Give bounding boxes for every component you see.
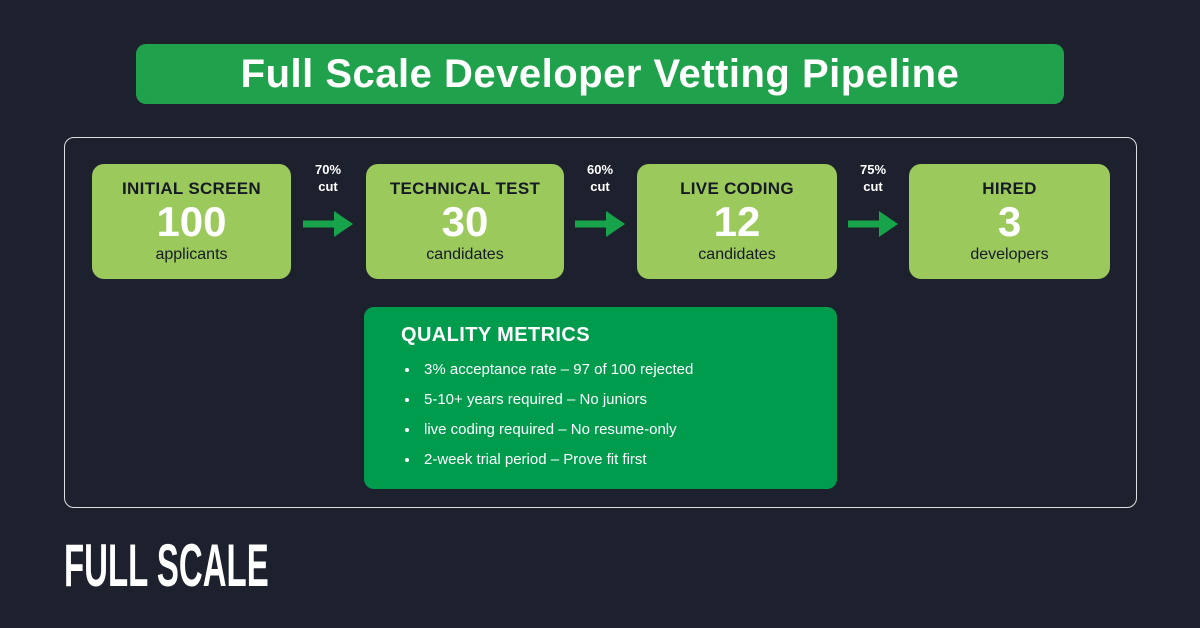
stage-label: TECHNICAL TEST — [389, 179, 541, 199]
cut-percent: 60% — [586, 162, 614, 177]
quality-metrics-title: QUALITY METRICS — [401, 324, 590, 346]
stage-live-coding: LIVE CODING 12 candidates — [637, 164, 837, 279]
stage-unit: applicants — [155, 245, 228, 263]
stage-unit: developers — [970, 245, 1049, 263]
cut-word: cut — [590, 178, 610, 194]
metric-item: 3% acceptance rate – 97 of 100 rejected — [420, 355, 807, 385]
cut-label: 60% cut — [587, 162, 613, 196]
stage-count: 30 — [441, 198, 489, 246]
stage-hired: HIRED 3 developers — [909, 164, 1110, 279]
arrow-right-icon — [303, 210, 353, 237]
stage-label: HIRED — [982, 179, 1037, 199]
stage-label: INITIAL SCREEN — [122, 179, 261, 199]
arrow-right-icon — [848, 210, 898, 237]
cut-percent: 75% — [859, 162, 887, 177]
transition-coding-to-hired: 75% cut — [841, 162, 905, 239]
stage-count: 100 — [156, 198, 227, 246]
pipeline-board: INITIAL SCREEN 100 applicants TECHNICAL … — [64, 137, 1137, 508]
transition-screen-to-test: 70% cut — [296, 162, 360, 239]
stage-unit: candidates — [698, 245, 776, 263]
metric-item: 2-week trial period – Prove fit first — [420, 445, 807, 475]
quality-metrics-card: QUALITY METRICS 3% acceptance rate – 97 … — [364, 307, 837, 489]
stage-initial-screen: INITIAL SCREEN 100 applicants — [92, 164, 291, 279]
full-scale-logo: FULL SCALE — [64, 532, 269, 599]
stage-label: LIVE CODING — [680, 179, 794, 199]
metric-item: 5-10+ years required – No juniors — [420, 385, 807, 415]
cut-word: cut — [863, 178, 883, 194]
stage-count: 12 — [713, 198, 761, 246]
transition-test-to-coding: 60% cut — [568, 162, 632, 239]
cut-percent: 70% — [314, 162, 342, 177]
metric-item: live coding required – No resume-only — [420, 415, 807, 445]
stage-technical-test: TECHNICAL TEST 30 candidates — [366, 164, 564, 279]
page-title: Full Scale Developer Vetting Pipeline — [240, 51, 960, 96]
arrow-right-icon — [575, 210, 625, 237]
title-banner: Full Scale Developer Vetting Pipeline — [136, 44, 1064, 104]
cut-word: cut — [318, 178, 338, 194]
stage-unit: candidates — [426, 245, 504, 263]
cut-label: 70% cut — [315, 162, 341, 196]
stage-count: 3 — [997, 198, 1022, 246]
cut-label: 75% cut — [860, 162, 886, 196]
quality-metrics-list: 3% acceptance rate – 97 of 100 rejected … — [401, 355, 807, 475]
